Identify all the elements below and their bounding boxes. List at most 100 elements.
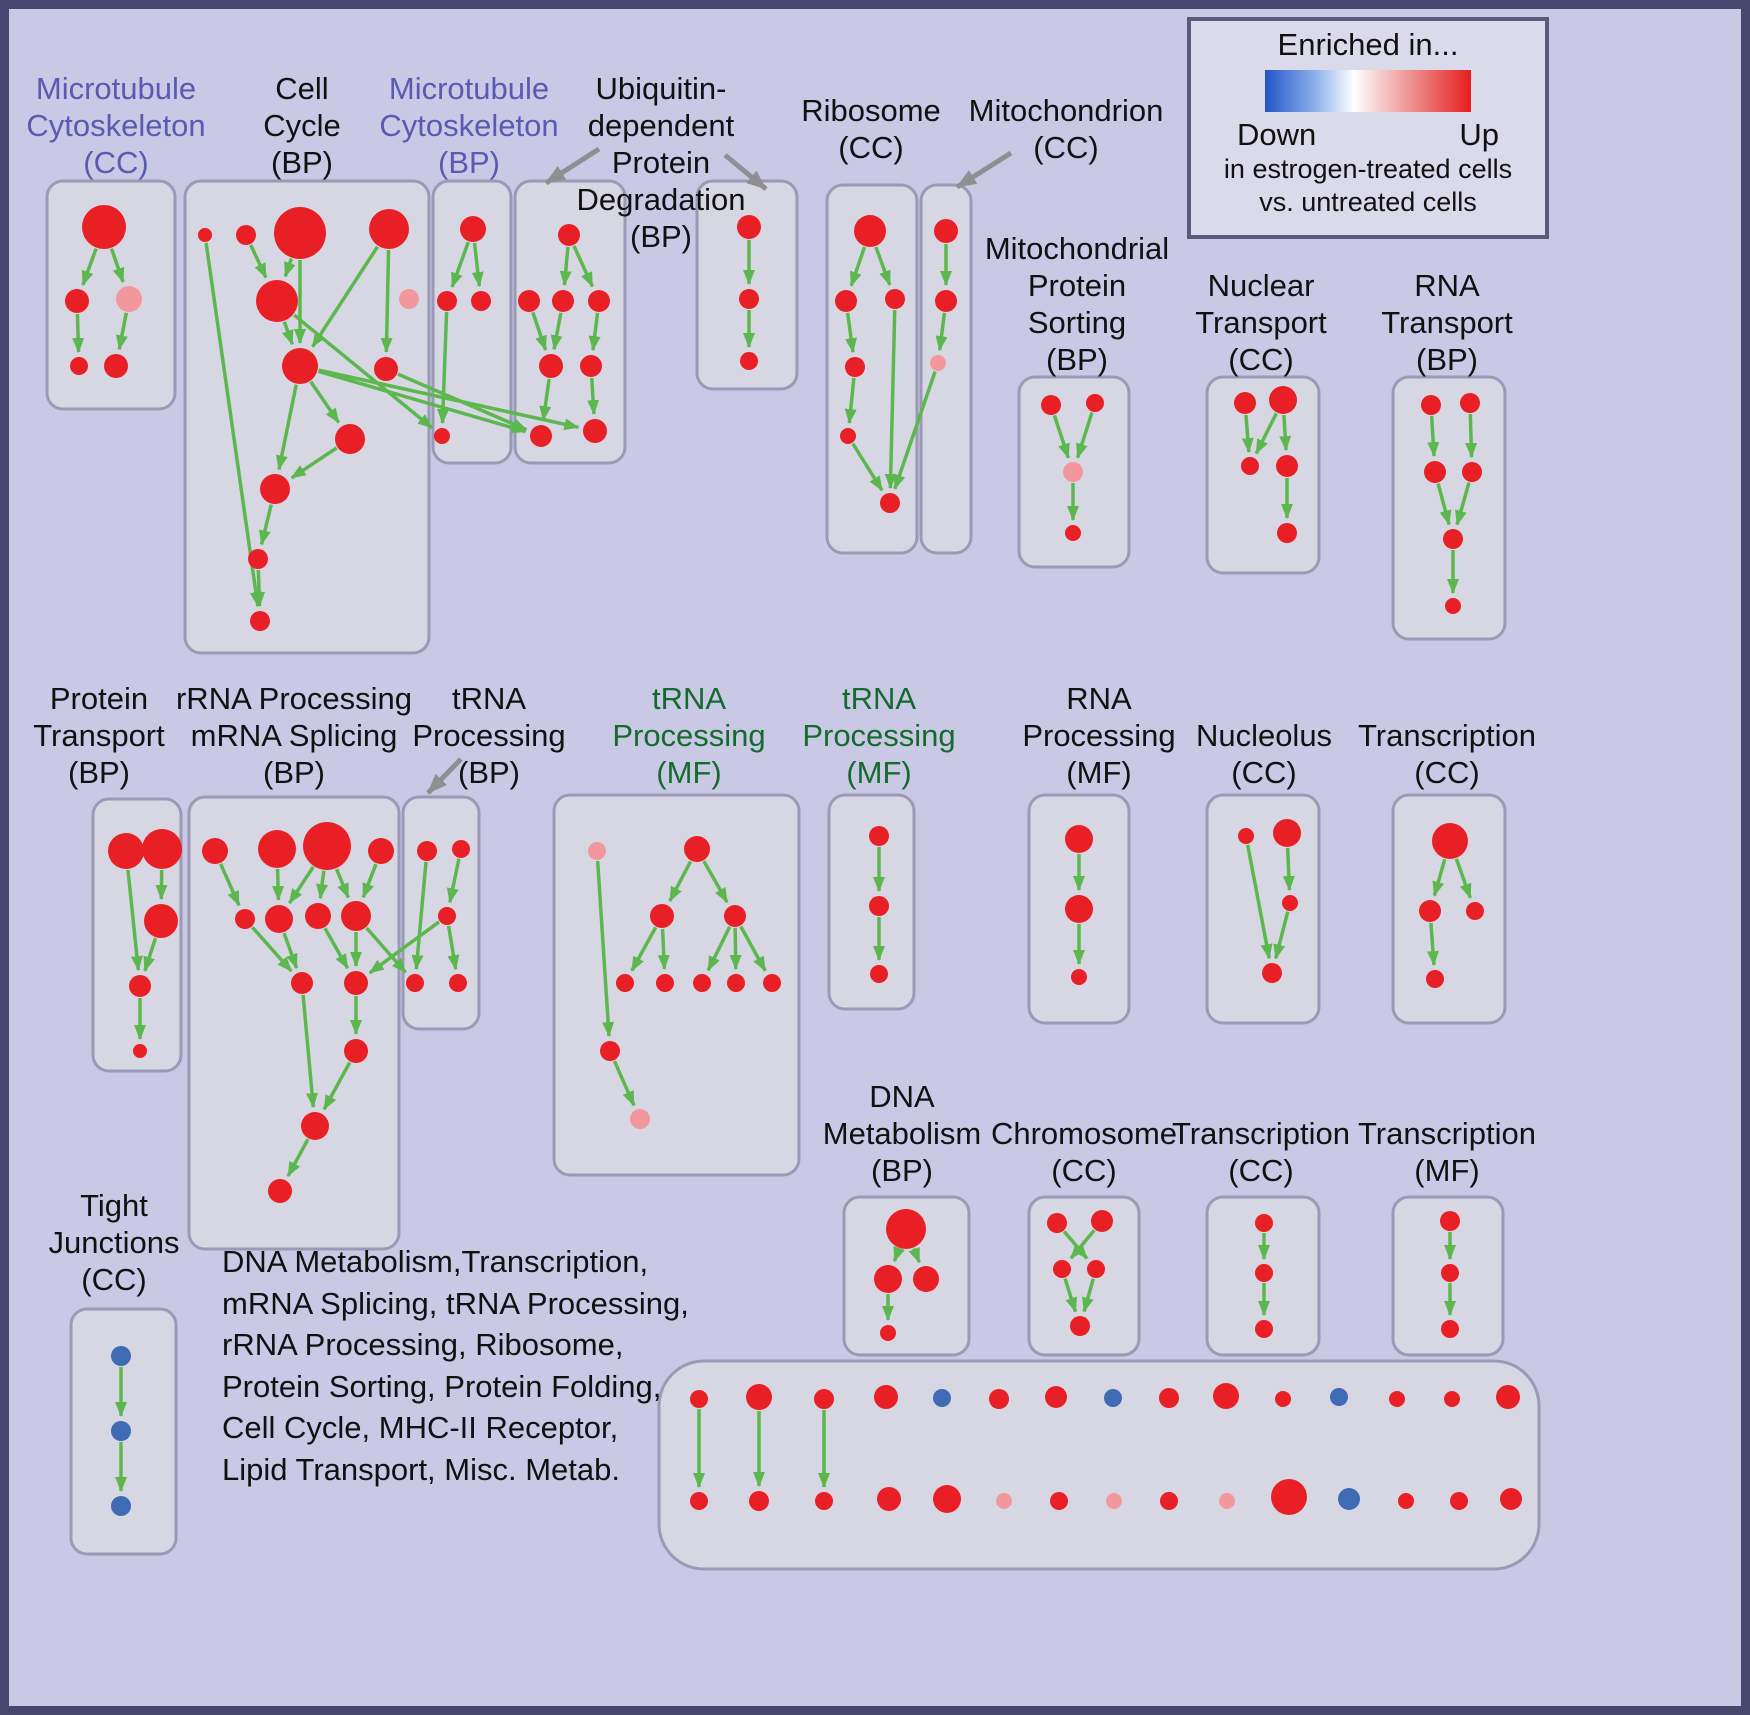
cluster-label: (CC) (1051, 1153, 1116, 1188)
edge-arrow (446, 858, 461, 904)
cluster-label: dependent (588, 108, 735, 143)
edge-arrow (559, 246, 572, 287)
go-term-node (933, 1485, 961, 1513)
go-term-node (1070, 1316, 1090, 1336)
cluster-label: Microtubule (36, 71, 196, 106)
go-term-node (1087, 1260, 1105, 1278)
go-term-node (616, 974, 634, 992)
edge-arrow (81, 248, 98, 286)
edge-arrow (275, 384, 298, 471)
edge-arrow (259, 504, 273, 546)
edge-arrow (1082, 1278, 1095, 1313)
edge-arrow (851, 442, 884, 492)
go-term-node (558, 224, 580, 246)
cluster-label: (CC) (1228, 1153, 1293, 1188)
cluster-label: (BP) (263, 755, 325, 790)
go-term-node (1282, 895, 1298, 911)
edge-arrow (531, 311, 548, 351)
go-term-node (1238, 828, 1254, 844)
misc-caption-line: mRNA Splicing, tRNA Processing, (222, 1285, 689, 1321)
cluster-label: Microtubule (389, 71, 549, 106)
go-term-node (341, 901, 371, 931)
go-term-node (835, 290, 857, 312)
edge-arrow (283, 258, 296, 278)
go-term-node (1421, 395, 1441, 415)
go-term-node (236, 225, 256, 245)
edge-arrow (219, 863, 241, 907)
go-term-node (1255, 1320, 1273, 1338)
go-term-node (739, 289, 759, 309)
edge-arrow (844, 377, 857, 425)
go-term-node (630, 1109, 650, 1129)
go-term-node (282, 348, 318, 384)
go-term-node (437, 291, 457, 311)
cluster-box (919, 183, 973, 555)
cluster-label: Transport (33, 718, 165, 753)
go-term-node (815, 1492, 833, 1510)
go-term-node (1275, 1391, 1291, 1407)
go-term-node (248, 549, 268, 569)
edge-arrow (311, 245, 380, 348)
go-term-node (1496, 1385, 1520, 1409)
edge-arrow (249, 244, 268, 279)
edge-arrow (286, 1138, 310, 1177)
go-term-node (344, 1039, 368, 1063)
go-term-node (1450, 1492, 1468, 1510)
go-term-node (588, 290, 610, 312)
misc-caption-line: Protein Sorting, Protein Folding, (222, 1368, 662, 1404)
cluster-label: (MF) (1414, 1153, 1479, 1188)
edge-arrow (450, 241, 470, 288)
cluster-label: Protein (1028, 268, 1126, 303)
go-term-node (142, 829, 182, 869)
cluster-label: (CC) (838, 130, 903, 165)
go-term-node (1065, 825, 1093, 853)
annotation-arrow (426, 757, 463, 795)
edge-arrow (1241, 414, 1254, 454)
edge-arrow (1465, 413, 1478, 459)
go-term-node (870, 965, 888, 983)
edge-arrow (309, 380, 341, 424)
cluster-label: mRNA Splicing (191, 718, 398, 753)
cluster-label: (CC) (1033, 130, 1098, 165)
go-term-node (202, 838, 228, 864)
go-term-node (880, 493, 900, 513)
cluster-label: (MF) (846, 755, 911, 790)
cluster-label: Tight (80, 1188, 148, 1223)
go-term-node (690, 1492, 708, 1510)
edge-arrow (935, 312, 948, 352)
edge-arrow (1282, 847, 1295, 892)
go-term-node (1330, 1388, 1348, 1406)
go-term-node (840, 428, 856, 444)
edge-arrow (471, 242, 484, 288)
edge-arrow (702, 860, 729, 903)
edge-arrow (204, 242, 262, 608)
edge-arrow (588, 312, 601, 352)
go-term-node (335, 424, 365, 454)
go-term-node (724, 905, 746, 927)
go-term-node (374, 357, 398, 381)
edge-arrow (323, 927, 350, 970)
go-term-node (1262, 963, 1282, 983)
go-term-node (1276, 455, 1298, 477)
go-term-node (1213, 1383, 1239, 1409)
go-term-node (763, 974, 781, 992)
go-term-node (933, 1389, 951, 1407)
legend-title: Enriched in... (1277, 27, 1459, 62)
go-term-node (235, 909, 255, 929)
edge-arrow (539, 378, 552, 422)
go-term-node (144, 904, 178, 938)
cluster-label: Cycle (263, 108, 341, 143)
edge-arrow (668, 860, 693, 902)
cluster-label: Cytoskeleton (26, 108, 205, 143)
go-term-node (880, 1325, 896, 1341)
edge-arrow (550, 312, 563, 351)
go-term-node (1159, 1388, 1179, 1408)
cluster-label: (CC) (1228, 342, 1293, 377)
edge-arrow (272, 868, 285, 902)
go-term-node (1050, 1492, 1068, 1510)
cluster-label: Ribosome (801, 93, 941, 128)
go-term-node (111, 1346, 131, 1366)
edge-arrow (595, 860, 615, 1038)
legend-subtitle-line2: vs. untreated cells (1259, 187, 1477, 217)
